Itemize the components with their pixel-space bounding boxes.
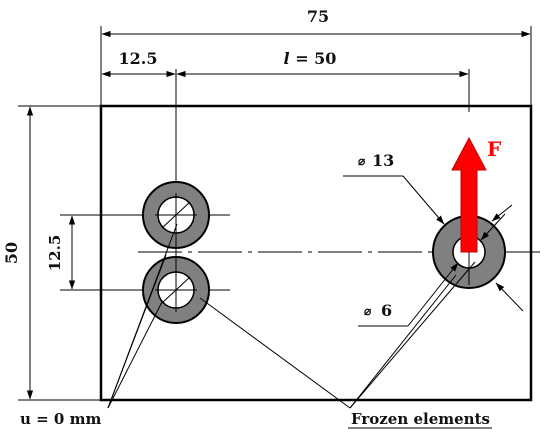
dim-outer-diameter: 13 (372, 151, 394, 170)
ring-crosshairs-left (155, 193, 197, 312)
dim-hole-spacing: 12.5 (46, 235, 64, 272)
boundary-condition-label: u = 0 mm (20, 410, 101, 428)
dim-offset: 12.5 (119, 49, 158, 68)
dim-length-value: = 50 (290, 49, 337, 68)
force-label: F (487, 137, 501, 161)
dim-inner-diameter: 6 (381, 301, 392, 320)
dim-length: l = 50 (284, 49, 337, 68)
force-arrow (451, 136, 487, 253)
boundary-leaders (107, 223, 178, 409)
diameter-symbol-13: ⌀ (358, 154, 366, 168)
dim-length-symbol: l (284, 49, 290, 68)
dim-height: 50 (2, 242, 21, 264)
dimension-lines (26, 30, 531, 400)
diameter-leader-6 (358, 213, 506, 327)
frozen-elements-label: Frozen elements (351, 410, 490, 428)
diameter-leader-13 (343, 175, 524, 312)
diameter-symbol-6: ⌀ (364, 304, 372, 318)
frozen-leaders (199, 261, 492, 429)
dim-total-width: 75 (307, 7, 329, 26)
